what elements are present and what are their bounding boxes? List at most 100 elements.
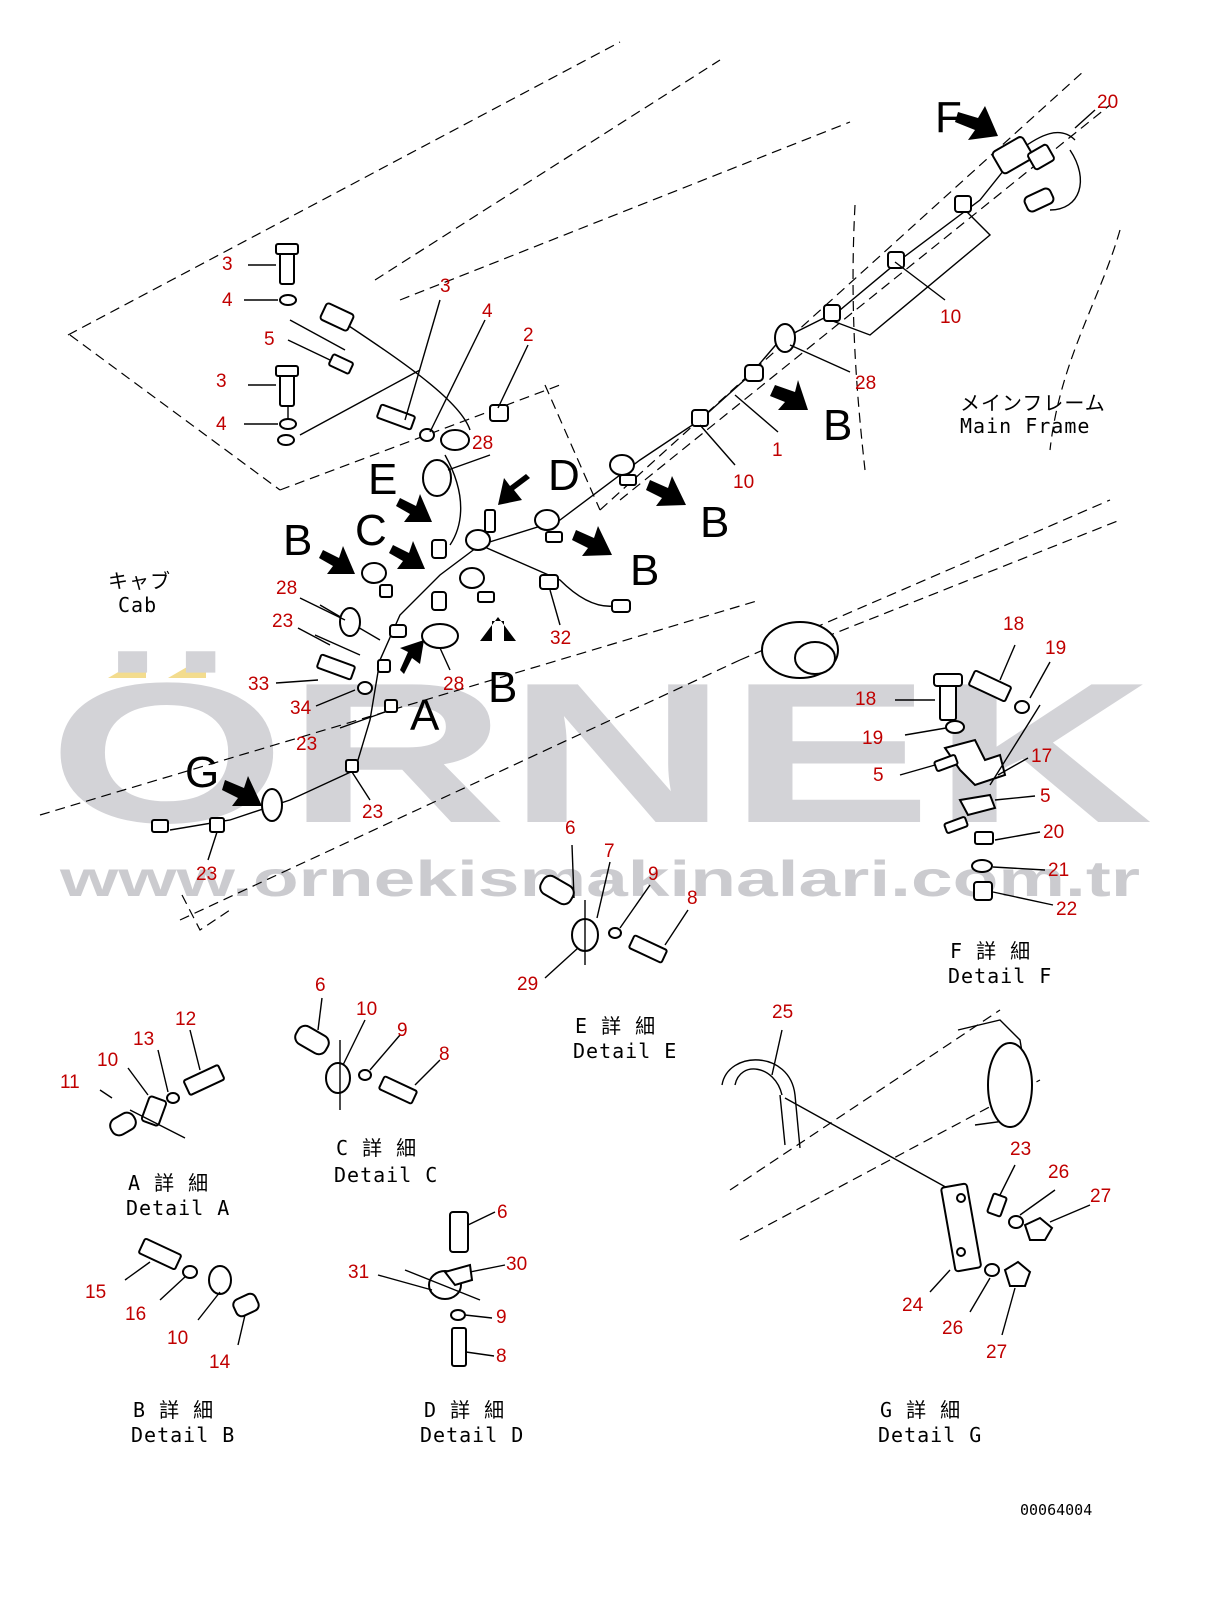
callout: 8	[687, 888, 698, 909]
callout: 10	[356, 999, 377, 1020]
harness-components	[151, 136, 1055, 833]
callout: 6	[497, 1202, 508, 1223]
detail-e-en: Detail E	[573, 1039, 677, 1063]
arrow-icon	[572, 526, 612, 556]
callout: 28	[855, 373, 876, 394]
callout: 18	[855, 689, 876, 710]
callout: 23	[272, 611, 293, 632]
cab-jp-label: キャブ	[108, 569, 171, 593]
callout: 5	[1040, 786, 1051, 807]
arrow-icon	[400, 640, 424, 674]
view-letter-F: F	[935, 93, 962, 142]
detail-c-jp: C 詳 細	[336, 1136, 417, 1160]
callout: 4	[482, 301, 493, 322]
callout: 1	[772, 440, 783, 461]
main-frame-en-label: Main Frame	[960, 414, 1090, 438]
cab-en-label: Cab	[118, 593, 157, 617]
callout: 10	[167, 1328, 188, 1349]
callout: 8	[439, 1044, 450, 1065]
detail-a: 11 10 13 12 A 詳 細 Detail A	[60, 1009, 230, 1220]
callout: 21	[1048, 860, 1069, 881]
callout: 27	[1090, 1186, 1111, 1207]
detail-g: 25 23 26 27 24 26 27 G 詳 細 Detail G	[721, 1002, 1111, 1447]
callout: 23	[196, 864, 217, 885]
detail-a-jp: A 詳 細	[128, 1171, 209, 1195]
detail-d: 6 30 31 9 8 D 詳 細 Detail D	[348, 1202, 527, 1447]
callout: 4	[216, 414, 227, 435]
callout: 5	[264, 329, 275, 350]
view-letter-B: B	[823, 401, 852, 450]
arrow-icon	[396, 494, 432, 522]
arrow-icon	[222, 776, 262, 806]
view-letter-B: B	[630, 546, 659, 595]
detail-c: 6 10 9 8 C 詳 細 Detail C	[294, 975, 450, 1187]
callout: 28	[443, 674, 464, 695]
view-letter-A: A	[410, 691, 440, 740]
detail-e-jp: E 詳 細	[575, 1014, 656, 1038]
view-letter-D: D	[548, 451, 580, 500]
callout: 19	[862, 728, 883, 749]
arrow-icon	[480, 617, 516, 641]
detail-d-en: Detail D	[420, 1423, 524, 1447]
callout: 9	[496, 1307, 507, 1328]
callout: 25	[772, 1002, 793, 1023]
detail-d-jp: D 詳 細	[424, 1398, 505, 1422]
detail-b: 15 16 10 14 B 詳 細 Detail B	[85, 1237, 260, 1447]
watermark-dot-right	[168, 656, 206, 678]
view-letter-E: E	[368, 455, 397, 504]
callout: 32	[550, 628, 571, 649]
arrow-icon	[955, 106, 998, 140]
callout: 33	[248, 674, 269, 695]
callout: 27	[986, 1342, 1007, 1363]
callout: 3	[440, 276, 451, 297]
callout: 30	[506, 1254, 527, 1275]
view-letter-G: G	[185, 748, 219, 797]
callout: 6	[565, 818, 576, 839]
detail-f-en: Detail F	[948, 964, 1052, 988]
callout: 19	[1045, 638, 1066, 659]
arrow-icon	[646, 476, 686, 506]
callout: 23	[1010, 1139, 1031, 1160]
callout: 9	[648, 864, 659, 885]
view-letter-B: B	[700, 498, 729, 547]
callout: 3	[216, 371, 227, 392]
callout: 2	[523, 325, 534, 346]
callout: 23	[296, 734, 317, 755]
callout: 10	[733, 472, 754, 493]
view-letter-B: B	[488, 663, 517, 712]
callout: 10	[940, 307, 961, 328]
watermark-url: www.ornekismakinalari.com.tr	[59, 851, 1140, 907]
callout: 11	[60, 1072, 80, 1093]
detail-g-jp: G 詳 細	[880, 1398, 961, 1422]
callout: 12	[175, 1009, 196, 1030]
callout: 3	[222, 254, 233, 275]
callout: 5	[873, 765, 884, 786]
callout: 26	[1048, 1162, 1069, 1183]
watermark-dot-left	[108, 656, 146, 678]
callout: 10	[97, 1050, 118, 1071]
view-letter-C: C	[355, 506, 387, 555]
detail-b-jp: B 詳 細	[133, 1398, 214, 1422]
callout: 18	[1003, 614, 1024, 635]
callout: 28	[472, 433, 493, 454]
view-letter-B: B	[283, 516, 312, 565]
callout: 20	[1097, 92, 1118, 113]
callout: 34	[290, 698, 312, 719]
detail-b-en: Detail B	[131, 1423, 235, 1447]
callout: 26	[942, 1318, 963, 1339]
callout: 29	[517, 974, 538, 995]
callout: 13	[133, 1029, 154, 1050]
detail-f: 18 19 18 19 17 5 5 20 21 22 F 詳 細 Detail…	[855, 614, 1077, 988]
detail-g-en: Detail G	[878, 1423, 982, 1447]
callout: 22	[1056, 899, 1077, 920]
arrow-icon	[770, 380, 808, 410]
detail-a-en: Detail A	[126, 1196, 230, 1220]
arrow-icon	[319, 546, 355, 574]
callout: 23	[362, 802, 383, 823]
detail-c-en: Detail C	[334, 1163, 438, 1187]
view-arrows	[222, 106, 998, 806]
frame-outlines	[39, 41, 1121, 1241]
callout: 9	[397, 1020, 408, 1041]
main-frame-jp-label: メインフレーム	[960, 391, 1106, 415]
